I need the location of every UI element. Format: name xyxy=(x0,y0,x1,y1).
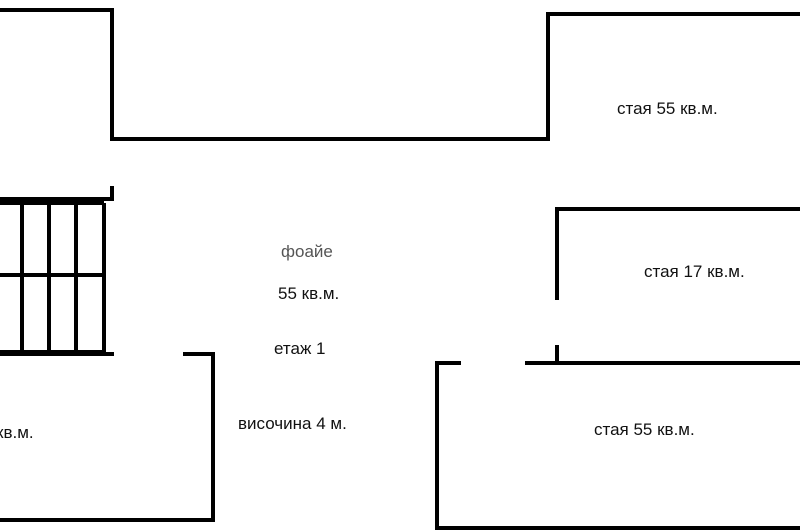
foyer-area-label: 55 кв.м. xyxy=(278,284,340,303)
wall-bottom-right-room xyxy=(435,361,800,530)
wall-middle-right-room xyxy=(555,207,800,300)
walls xyxy=(0,8,800,530)
height-label: височина 4 м. xyxy=(238,414,347,433)
room-bottom-left-label: кв.м. xyxy=(0,423,34,442)
staircase xyxy=(0,201,106,354)
foyer-name-label: фоайе xyxy=(281,242,333,261)
room-top-right-label: стая 55 кв.м. xyxy=(617,99,718,118)
room-middle-right-label: стая 17 кв.м. xyxy=(644,262,745,281)
floor-label: етаж 1 xyxy=(274,339,326,358)
wall-bottom-left-room-right xyxy=(0,352,215,522)
room-bottom-right-label: стая 55 кв.м. xyxy=(594,420,695,439)
wall-top-left-room xyxy=(0,8,800,141)
